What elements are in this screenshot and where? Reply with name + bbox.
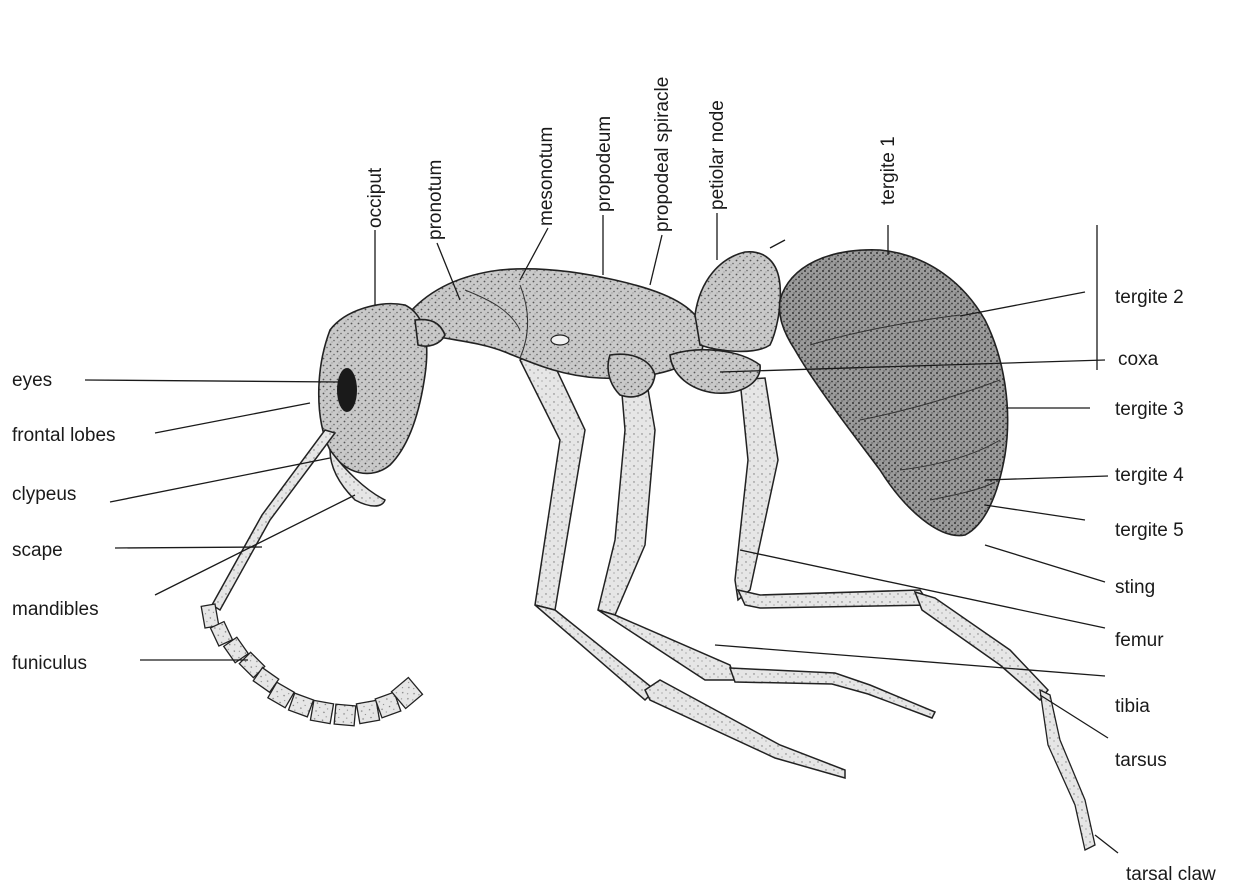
label-femur: femur [1115, 630, 1164, 651]
head [319, 304, 427, 474]
label-tergite-1: tergite 1 [878, 136, 899, 205]
label-tibia: tibia [1115, 696, 1150, 717]
leader-tergite-2 [960, 292, 1085, 316]
label-eyes: eyes [12, 370, 52, 391]
leader-tergite-5 [985, 505, 1085, 520]
label-propodeum: propodeum [594, 116, 615, 212]
leader-mandibles [155, 495, 355, 595]
label-scape: scape [12, 540, 63, 561]
label-coxa: coxa [1118, 349, 1159, 370]
label-clypeus: clypeus [12, 484, 76, 505]
leader-scape [115, 547, 262, 548]
label-tarsal-claw: tarsal claw [1126, 864, 1216, 885]
label-tarsus: tarsus [1115, 750, 1167, 771]
labels: occiput pronotum mesonotum propodeum pro… [12, 77, 1216, 885]
label-funiculus: funiculus [12, 653, 87, 674]
petiole-node [695, 252, 780, 352]
leader-tarsal-claw [1095, 835, 1118, 853]
leader-tergite-4 [985, 476, 1108, 480]
label-petiolar-node: petiolar node [707, 100, 728, 210]
leader-frontal-lobes [155, 403, 310, 433]
label-mandibles: mandibles [12, 599, 99, 620]
leader-propodeal-spiracle [650, 235, 662, 285]
antenna-scape [212, 430, 335, 610]
label-sting: sting [1115, 577, 1155, 598]
ant-illustration [201, 240, 1095, 850]
label-occiput: occiput [365, 167, 386, 228]
eye [337, 368, 357, 412]
label-tergite-2: tergite 2 [1115, 287, 1184, 308]
leader-sting [985, 545, 1105, 582]
label-mesonotum: mesonotum [536, 127, 557, 226]
label-tergite-5: tergite 5 [1115, 520, 1184, 541]
label-pronotum: pronotum [425, 160, 446, 240]
label-tergite-4: tergite 4 [1115, 465, 1184, 486]
label-propodeal-spiracle: propodeal spiracle [652, 77, 673, 232]
antenna-funiculus [201, 604, 422, 726]
leader-femur [740, 550, 1105, 628]
label-tergite-3: tergite 3 [1115, 399, 1184, 420]
gaster [780, 250, 1008, 536]
leader-eyes [85, 380, 340, 382]
label-frontal-lobes: frontal lobes [12, 425, 116, 446]
